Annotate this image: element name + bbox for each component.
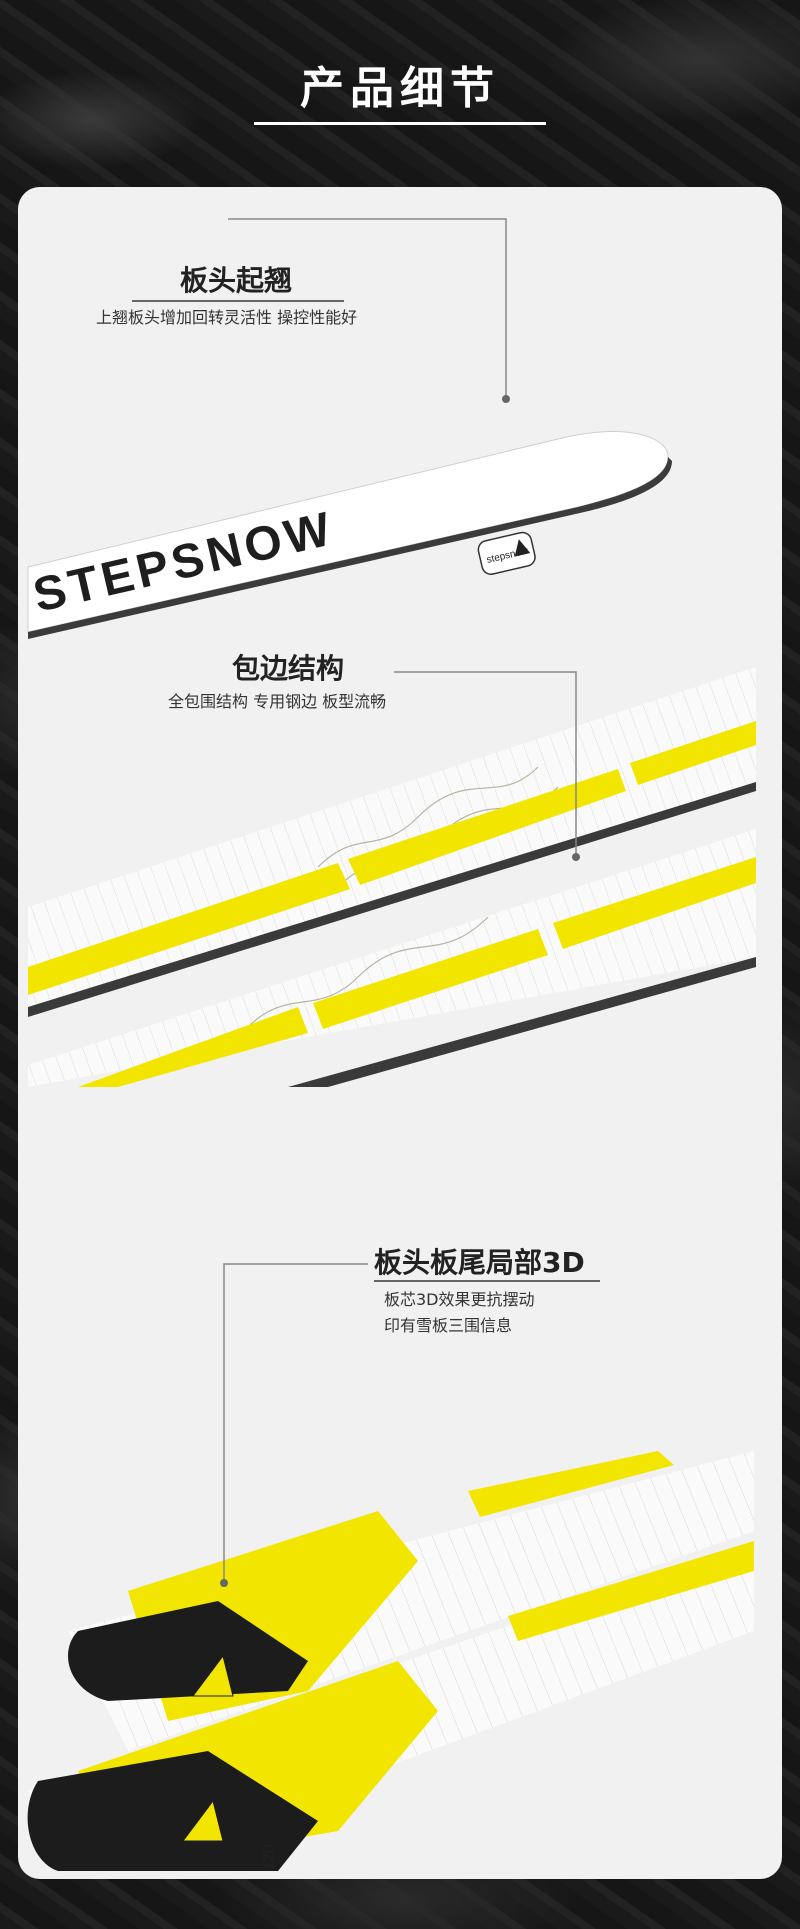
section-desc-tip-rise: 上翘板头增加回转灵活性 操控性能好 [96, 308, 358, 327]
page-title: 产品细节 [300, 63, 500, 114]
section-rule-tip-rise [132, 300, 344, 302]
ski-3d-tip-tail-illustration: 120 [27, 1451, 754, 1871]
section-desc-3d-line2: 印有雪板三围信息 [384, 1316, 513, 1335]
section-heading-tip-rise: 板头起翘 [180, 264, 293, 297]
section-desc-3d-line1: 板芯3D效果更抗摆动 [384, 1290, 535, 1309]
brand-wordmark: STEPSNOW [29, 502, 340, 623]
section-heading-3d: 板头板尾局部3D [374, 1246, 585, 1279]
ski-tip-illustration: STEPSNOW stepsnow [27, 431, 672, 639]
ski-size-label: 120 [261, 1844, 278, 1871]
small-logo-badge: stepsnow [477, 531, 536, 575]
title-underline [254, 122, 546, 125]
section-heading-sidewall: 包边结构 [232, 652, 345, 685]
ski-sidewall-illustration [28, 667, 756, 1087]
product-detail-card: 板头起翘 上翘板头增加回转灵活性 操控性能好 STEPSNOW stepsnow… [18, 187, 782, 1879]
section-desc-sidewall: 全包围结构 专用钢边 板型流畅 [168, 692, 387, 711]
section-rule-3d [374, 1280, 600, 1282]
